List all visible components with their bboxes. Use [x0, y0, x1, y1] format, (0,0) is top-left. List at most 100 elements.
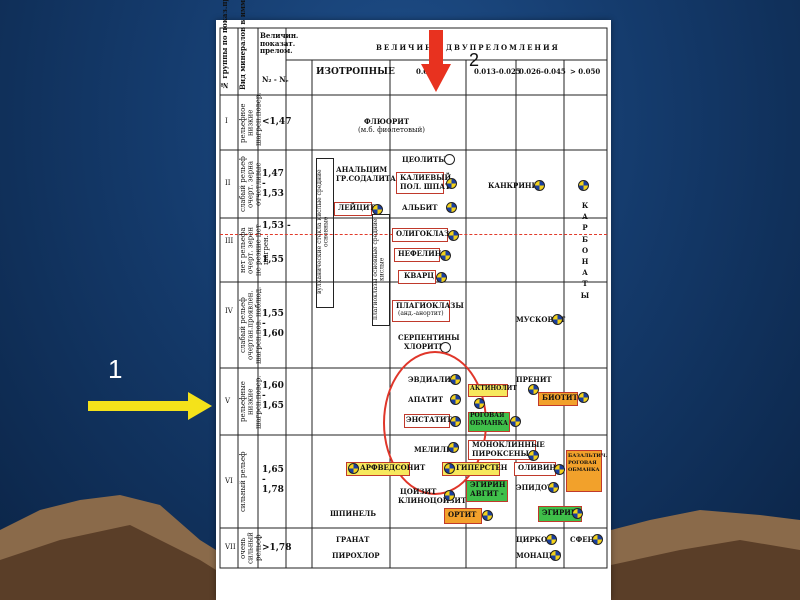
- isotropic-header: ИЗОТРОПНЫЕ: [316, 67, 395, 77]
- mineral-icon: [446, 178, 457, 189]
- mineral-orthite: ОРТИТ: [448, 510, 477, 519]
- mineral-icon: [444, 490, 455, 501]
- relief-7: очень сильный рельеф: [239, 532, 263, 564]
- mineral-pyrochlore: ПИРОХЛОР: [332, 551, 380, 560]
- aegirine-augite-box: [466, 480, 508, 502]
- mineral-clinozoisite: КЛИНОЦОИЗИТ: [398, 496, 467, 505]
- mineral-prehnite: ПРЕНИТ: [516, 375, 552, 384]
- relief-1: рельефное низкие шагрен.повер.: [239, 92, 263, 146]
- index-1: <1,47: [262, 117, 292, 127]
- mineral-actinolite: АКТИНОЛИТ: [470, 385, 517, 392]
- mineral-albite: АЛЬБИТ: [402, 203, 438, 212]
- mineral-icon: [548, 482, 559, 493]
- mineral-icon: [528, 384, 539, 395]
- index-2: 1,47 - 1,53: [262, 169, 284, 199]
- col-group-header: № группы по показ.прелом.: [220, 0, 229, 90]
- actinolite-box: [468, 384, 508, 397]
- nepheline-box: [394, 248, 440, 262]
- mineral-icon: [554, 464, 565, 475]
- mineral-icon: [550, 550, 561, 561]
- hypersthene-box: [442, 462, 500, 476]
- range-4: > 0.050: [570, 67, 601, 76]
- index-8: >1,78: [262, 543, 292, 553]
- mineral-melilite: МЕЛИЛИТ: [414, 445, 458, 454]
- mineral-basalt-2: РОГОВАЯ: [568, 460, 597, 466]
- mineral-muscovite: МУСКОВИТ: [516, 315, 566, 324]
- mineral-hornblende-1: РОГОВАЯ: [470, 412, 505, 419]
- mineral-analcime: АНАЛЬЦИМ: [336, 165, 388, 174]
- range-3: 0.026-0.045: [519, 67, 566, 76]
- red-arrow-icon: [421, 30, 451, 92]
- mineral-cancrinite: КАНКРИНИТ: [488, 181, 544, 190]
- index-7: 1,65 - 1,78: [262, 465, 284, 495]
- mineral-oligoclase: ОЛИГОКЛАЗ: [396, 229, 450, 238]
- biotite-box: [538, 392, 578, 406]
- carbonates-label: К А Р Б О Н А Т Ы: [580, 201, 590, 300]
- mineral-zeolites: ЦЕОЛИТЫ: [402, 155, 447, 164]
- relief-4: слабый рельеф очертан.проявлен. шагрен.п…: [239, 286, 263, 364]
- mineral-icon: [444, 154, 455, 165]
- mineral-sodalite: ГР.СОДАЛИТА: [336, 174, 396, 183]
- mineral-icon: [552, 314, 563, 325]
- group-V: V: [225, 397, 231, 405]
- plag-bracket: [372, 214, 390, 326]
- mineral-icon: [448, 230, 459, 241]
- yellow-arrow-icon: [88, 392, 212, 420]
- mineral-icon: [528, 450, 539, 461]
- mineral-arfvedsonite: АРФВЕДСОНИТ: [360, 463, 426, 472]
- mineral-kfeldspar-1: КАЛИЕВЫЙ: [400, 173, 452, 182]
- mineral-spinel: ШПИНЕЛЬ: [330, 509, 377, 518]
- mineral-aegirine-augite-1: ЭГИРИН: [470, 480, 506, 489]
- mineral-icon: [534, 180, 545, 191]
- index-4: 1,55: [262, 255, 284, 265]
- mineral-icon: [592, 534, 603, 545]
- mineral-icon: [444, 463, 455, 474]
- group-IV: IV: [225, 307, 233, 315]
- mineral-icon: [482, 510, 493, 521]
- mineral-leucite: ЛЕЙЦИТ: [338, 203, 375, 212]
- col-ri-header: Величин. показат. прелом.: [260, 31, 299, 56]
- relief-6: сильный рельеф: [239, 451, 247, 513]
- mineral-serpentine: СЕРПЕНТИНЫ: [398, 333, 460, 342]
- orthite-box: [444, 508, 482, 524]
- mineral-zoisite: ЦОИЗИТ: [400, 487, 437, 496]
- mineral-icon: [510, 416, 521, 427]
- mineral-table-document: № группы по показ.прелом. Вид минералов …: [216, 0, 611, 600]
- mineral-fluorite-note: (м.б. фиолетовый): [358, 126, 426, 134]
- mineral-hornblende-2: ОБМАНКА: [470, 420, 508, 427]
- mineral-icon: [572, 508, 583, 519]
- group-I: I: [225, 117, 228, 125]
- mineral-quartz: КВАРЦ: [404, 271, 435, 280]
- basalt-box: [566, 450, 602, 492]
- mineral-nepheline: НЕФЕЛИН: [398, 249, 442, 258]
- mineral-kfeldspar-2: ПОЛ. ШПАТ: [400, 182, 451, 191]
- group-II: II: [225, 179, 231, 187]
- glass-label: вулканические стекла кислые средние осно…: [316, 169, 330, 295]
- col-relief-header: Вид минералов в иммерсии бальзаме: [238, 0, 247, 90]
- marker-1: 1: [108, 354, 123, 384]
- mineral-chlorite: ХЛОРИТЫ: [404, 342, 448, 351]
- quartz-box: [398, 270, 436, 284]
- range-2: 0.013-0.025: [474, 67, 521, 76]
- mineral-monocl-1: МОНОКЛИННЫЕ: [472, 440, 545, 449]
- group-III: III: [225, 237, 234, 245]
- mineral-plagioclase: ПЛАГИОКЛАЗЫ: [396, 301, 464, 310]
- mineral-basalt-3: ОБМАНКА: [568, 467, 600, 473]
- mineral-aegirine-augite-2: АВГИТ -: [470, 489, 504, 498]
- mineral-icon: [578, 180, 589, 191]
- mineral-epidote: ЭПИДОТ: [516, 483, 553, 492]
- mountain-landscape: [0, 495, 800, 600]
- group-VI: VI: [225, 477, 233, 485]
- mineral-monocl-2: ПИРОКСЕНЫ: [472, 449, 529, 458]
- mineral-fluorite: ФЛЮОРИТ: [364, 117, 410, 126]
- mineral-icon: [348, 463, 359, 474]
- birefringence-title: ВЕЛИЧИНА ДВУПРЕЛОМЛЕНИЯ: [376, 43, 560, 52]
- plag-label: плагиоклазы основные средние кислые: [372, 218, 386, 320]
- mineral-icon: [372, 204, 383, 215]
- col-ri-sub: N₂ - Nₑ: [262, 75, 289, 84]
- marker-2: 2: [469, 50, 480, 70]
- kfeldspar-box: [396, 172, 444, 194]
- plagioclase-box: [392, 300, 450, 322]
- mineral-garnet: ГРАНАТ: [336, 535, 370, 544]
- relief-2: слабый рельеф очерт. зерна отчетливые: [239, 156, 263, 212]
